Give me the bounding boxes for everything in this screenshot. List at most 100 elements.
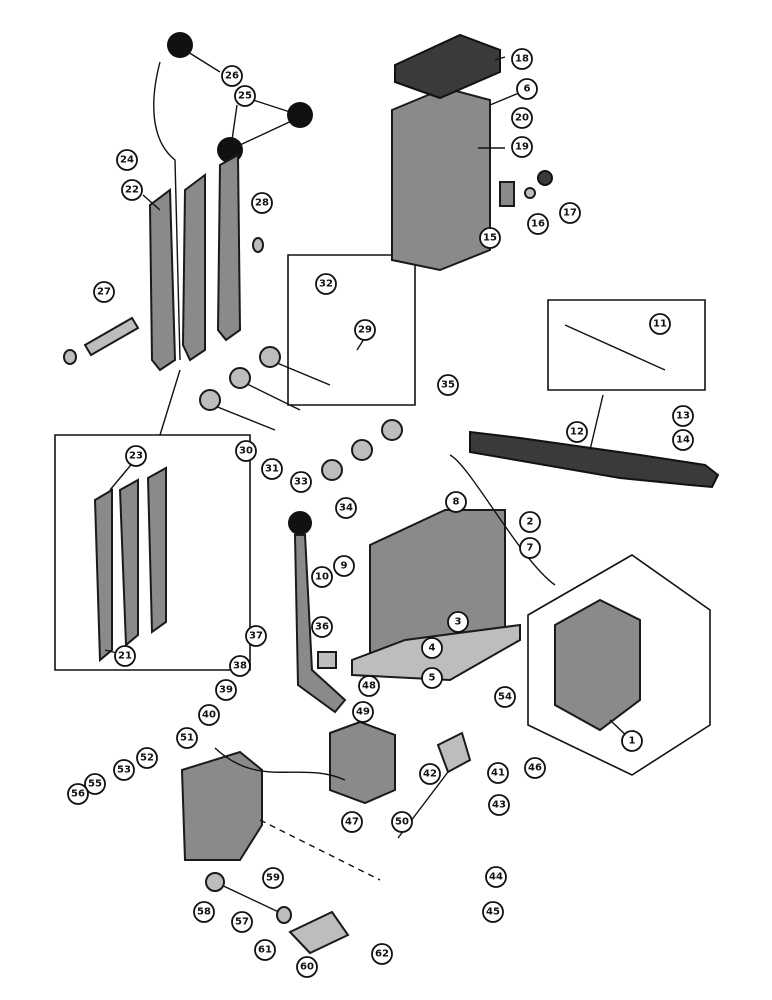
- callout-circle: [234, 85, 256, 107]
- callout-8: 8: [445, 491, 467, 513]
- callout-circle: [494, 686, 516, 708]
- callout-label: 18: [515, 54, 529, 65]
- callout-label: 27: [97, 287, 111, 298]
- callout-circle: [649, 313, 671, 335]
- callout-label: 19: [515, 142, 529, 153]
- callout-label: 38: [233, 661, 247, 672]
- callout-45: 45: [482, 901, 504, 923]
- yoke-30b: [229, 367, 251, 389]
- callout-label: 34: [339, 503, 353, 514]
- lever-22a: [148, 188, 177, 372]
- callout-circle: [229, 655, 251, 677]
- callout-4: 4: [421, 637, 443, 659]
- callout-label: 6: [524, 84, 531, 95]
- clip-15: [499, 181, 515, 207]
- callout-circle: [121, 179, 143, 201]
- callout-label: 35: [441, 380, 455, 391]
- callout-circle: [559, 202, 581, 224]
- callout-label: 37: [249, 631, 263, 642]
- callout-label: 7: [527, 543, 534, 554]
- callout-circle: [136, 747, 158, 769]
- callout-circle: [251, 192, 273, 214]
- yoke-30c: [259, 346, 281, 368]
- callout-13: 13: [672, 405, 694, 427]
- callout-59: 59: [262, 867, 284, 889]
- callout-circle: [245, 625, 267, 647]
- callout-label: 14: [676, 435, 690, 446]
- callout-circle: [198, 704, 220, 726]
- callout-31: 31: [261, 458, 283, 480]
- callout-label: 20: [515, 113, 529, 124]
- lever-24: [153, 61, 181, 361]
- callout-1: 1: [621, 730, 643, 752]
- frame-bracket-variant: [527, 554, 711, 776]
- callout-30: 30: [235, 440, 257, 462]
- leader-rod-bracket: [449, 454, 556, 586]
- callout-circle: [672, 429, 694, 451]
- callout-label: 48: [362, 681, 376, 692]
- callout-33: 33: [290, 471, 312, 493]
- callout-circle: [488, 794, 510, 816]
- callout-circle: [516, 78, 538, 100]
- bracket-1: [554, 598, 641, 732]
- callout-46: 46: [524, 757, 546, 779]
- callout-label: 41: [491, 768, 505, 779]
- callout-47: 47: [341, 811, 363, 833]
- callout-circle: [311, 566, 333, 588]
- callout-circle: [511, 107, 533, 129]
- yoke-33a: [321, 459, 343, 481]
- callout-circle: [176, 727, 198, 749]
- callout-circle: [113, 759, 135, 781]
- callout-label: 22: [125, 185, 139, 196]
- leader-lines: [104, 51, 633, 881]
- callout-42: 42: [419, 763, 441, 785]
- callout-circle: [333, 555, 355, 577]
- leader-25b: [252, 99, 291, 113]
- callout-circle: [254, 939, 276, 961]
- callout-circle: [261, 458, 283, 480]
- lever-22b: [181, 173, 206, 362]
- bushing-36: [317, 651, 337, 669]
- rod-11: [564, 324, 666, 371]
- callout-circle: [566, 421, 588, 443]
- callout-circle: [511, 48, 533, 70]
- callout-circle: [447, 611, 469, 633]
- callout-36: 36: [311, 616, 333, 638]
- lever-22c: [216, 153, 242, 342]
- callout-circle: [335, 497, 357, 519]
- callout-label: 3: [455, 617, 462, 628]
- callout-label: 39: [219, 685, 233, 696]
- callout-50: 50: [391, 811, 413, 833]
- washer-16: [524, 187, 536, 199]
- leader-22: [142, 194, 161, 211]
- callout-label: 15: [483, 233, 497, 244]
- callout-20: 20: [511, 107, 533, 129]
- callout-57: 57: [231, 911, 253, 933]
- callout-27: 27: [93, 281, 115, 303]
- callout-label: 24: [120, 155, 134, 166]
- callout-circle: [479, 227, 501, 249]
- nut-17: [537, 170, 553, 186]
- leader-dashed-59: [259, 819, 381, 881]
- yoke-62: [288, 910, 350, 955]
- callout-label: 44: [489, 872, 503, 883]
- leader-25: [231, 104, 238, 141]
- callout-circle: [391, 811, 413, 833]
- callout-22: 22: [121, 179, 143, 201]
- callout-14: 14: [672, 429, 694, 451]
- callout-circle: [116, 149, 138, 171]
- callout-19: 19: [511, 136, 533, 158]
- housing-6: [391, 86, 491, 272]
- callout-label: 49: [356, 707, 370, 718]
- callout-circle: [93, 281, 115, 303]
- callout-3: 3: [447, 611, 469, 633]
- callout-25: 25: [234, 85, 256, 107]
- callout-label: 54: [498, 692, 512, 703]
- lever-37: [293, 534, 347, 714]
- callout-label: 21: [118, 651, 132, 662]
- callout-circle: [114, 645, 136, 667]
- callout-label: 16: [531, 219, 545, 230]
- callout-circle: [437, 374, 459, 396]
- bracket-47: [329, 720, 396, 805]
- callout-label: 53: [117, 765, 131, 776]
